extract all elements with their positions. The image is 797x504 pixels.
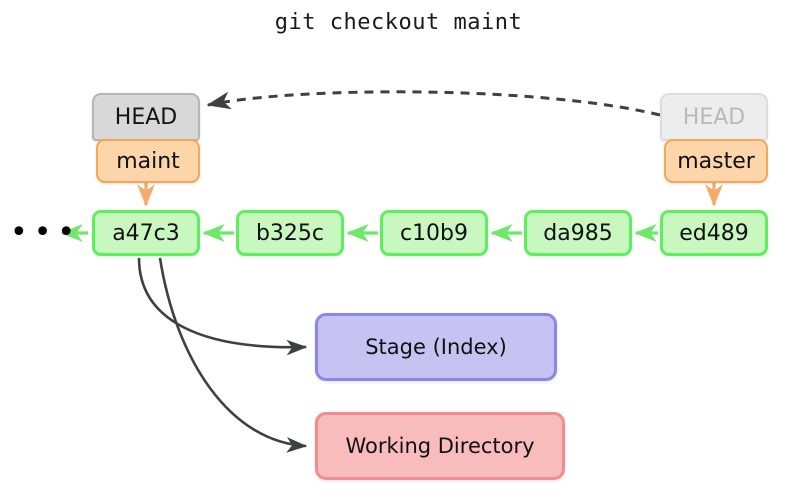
commit-node-a47c3[interactable]: a47c3 [92,210,200,256]
commit-label-c10b9: c10b9 [399,220,469,246]
stage-index-box[interactable]: Stage (Index) [315,313,557,381]
head-box-previous[interactable]: HEAD [660,93,768,141]
branch-box-maint[interactable]: maint [96,139,200,183]
branch-box-master[interactable]: master [664,139,768,183]
commit-label-da985: da985 [543,220,613,246]
branch-label-maint: maint [116,148,180,174]
history-ellipsis: • • • [10,213,75,253]
commit-node-da985[interactable]: da985 [524,210,632,256]
stage-index-label: Stage (Index) [365,335,507,359]
ellipsis-dot-3: • [57,215,82,250]
head-box-current[interactable]: HEAD [92,93,200,141]
commit-label-a47c3: a47c3 [112,220,180,246]
commit-label-ed489: ed489 [679,220,749,246]
head-label-previous: HEAD [682,104,746,130]
commit-label-b325c: b325c [255,220,325,246]
commit-node-b325c[interactable]: b325c [236,210,344,256]
arrow-head-moved-dashed [206,90,661,117]
page-title: git checkout maint [274,10,523,35]
commit-node-c10b9[interactable]: c10b9 [380,210,488,256]
ellipsis-dot-2: • [33,215,58,250]
working-directory-box[interactable]: Working Directory [315,412,565,480]
ellipsis-dot-1: • [10,215,34,250]
working-directory-label: Working Directory [345,434,535,458]
commit-node-ed489[interactable]: ed489 [660,210,768,256]
branch-pointer-arrows [137,183,723,207]
head-label-current: HEAD [114,104,178,130]
branch-label-master: master [677,148,755,174]
arrow-a47c3-to-stage [137,257,308,356]
arrow-a47c3-to-working-directory [158,257,308,453]
